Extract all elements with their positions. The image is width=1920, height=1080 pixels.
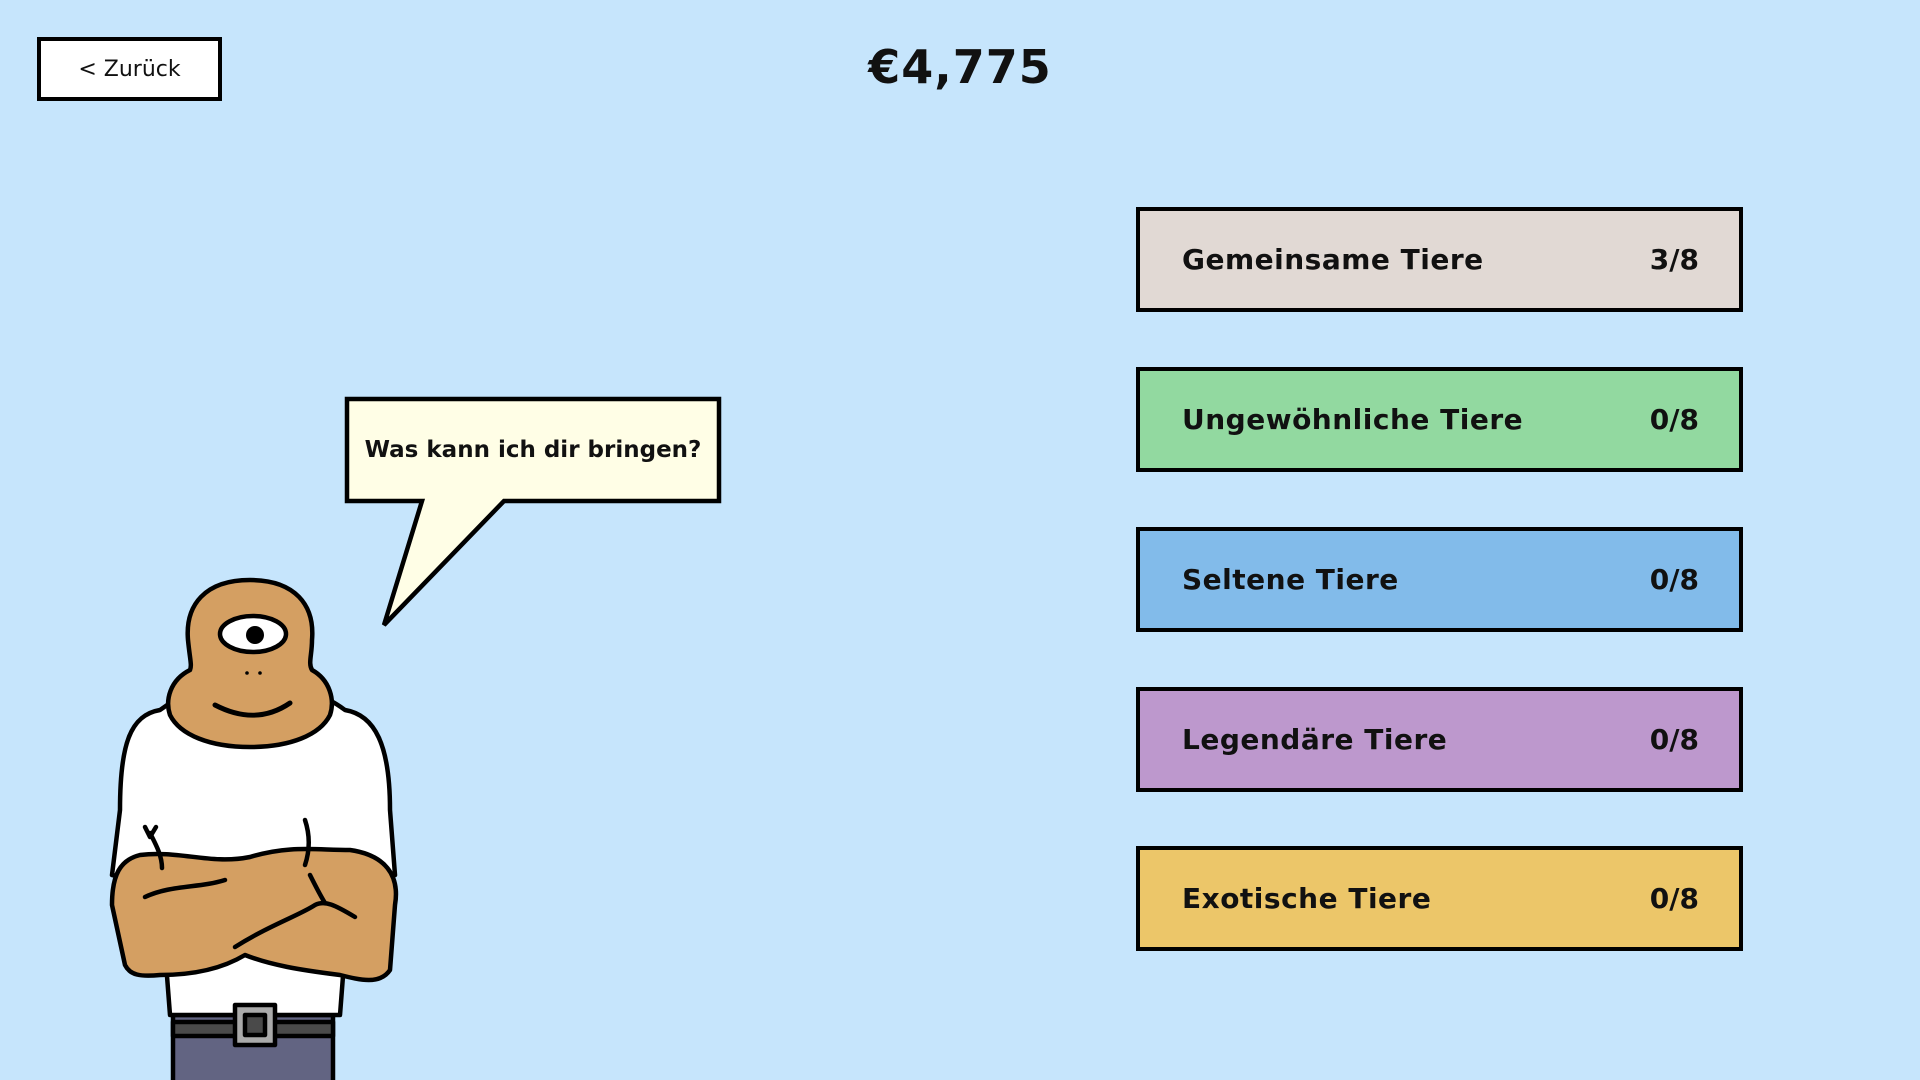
category-count: 0/8 bbox=[1649, 882, 1699, 915]
money-balance: €4,775 bbox=[868, 40, 1052, 94]
category-count: 0/8 bbox=[1649, 403, 1699, 436]
category-legendary-animals[interactable]: Legendäre Tiere 0/8 bbox=[1136, 687, 1743, 792]
category-common-animals[interactable]: Gemeinsame Tiere 3/8 bbox=[1136, 207, 1743, 312]
back-button[interactable]: < Zurück bbox=[37, 37, 222, 101]
shopkeeper-character bbox=[109, 577, 399, 1080]
category-uncommon-animals[interactable]: Ungewöhnliche Tiere 0/8 bbox=[1136, 367, 1743, 472]
category-label: Ungewöhnliche Tiere bbox=[1182, 403, 1524, 436]
category-count: 0/8 bbox=[1649, 723, 1699, 756]
category-count: 3/8 bbox=[1649, 243, 1699, 276]
category-exotic-animals[interactable]: Exotische Tiere 0/8 bbox=[1136, 846, 1743, 951]
speech-text: Was kann ich dir bringen? bbox=[364, 436, 702, 463]
category-rare-animals[interactable]: Seltene Tiere 0/8 bbox=[1136, 527, 1743, 632]
category-count: 0/8 bbox=[1649, 563, 1699, 596]
category-label: Exotische Tiere bbox=[1182, 882, 1432, 915]
speech-bubble bbox=[344, 396, 722, 627]
category-label: Gemeinsame Tiere bbox=[1182, 243, 1484, 276]
category-label: Seltene Tiere bbox=[1182, 563, 1399, 596]
category-label: Legendäre Tiere bbox=[1182, 723, 1448, 756]
